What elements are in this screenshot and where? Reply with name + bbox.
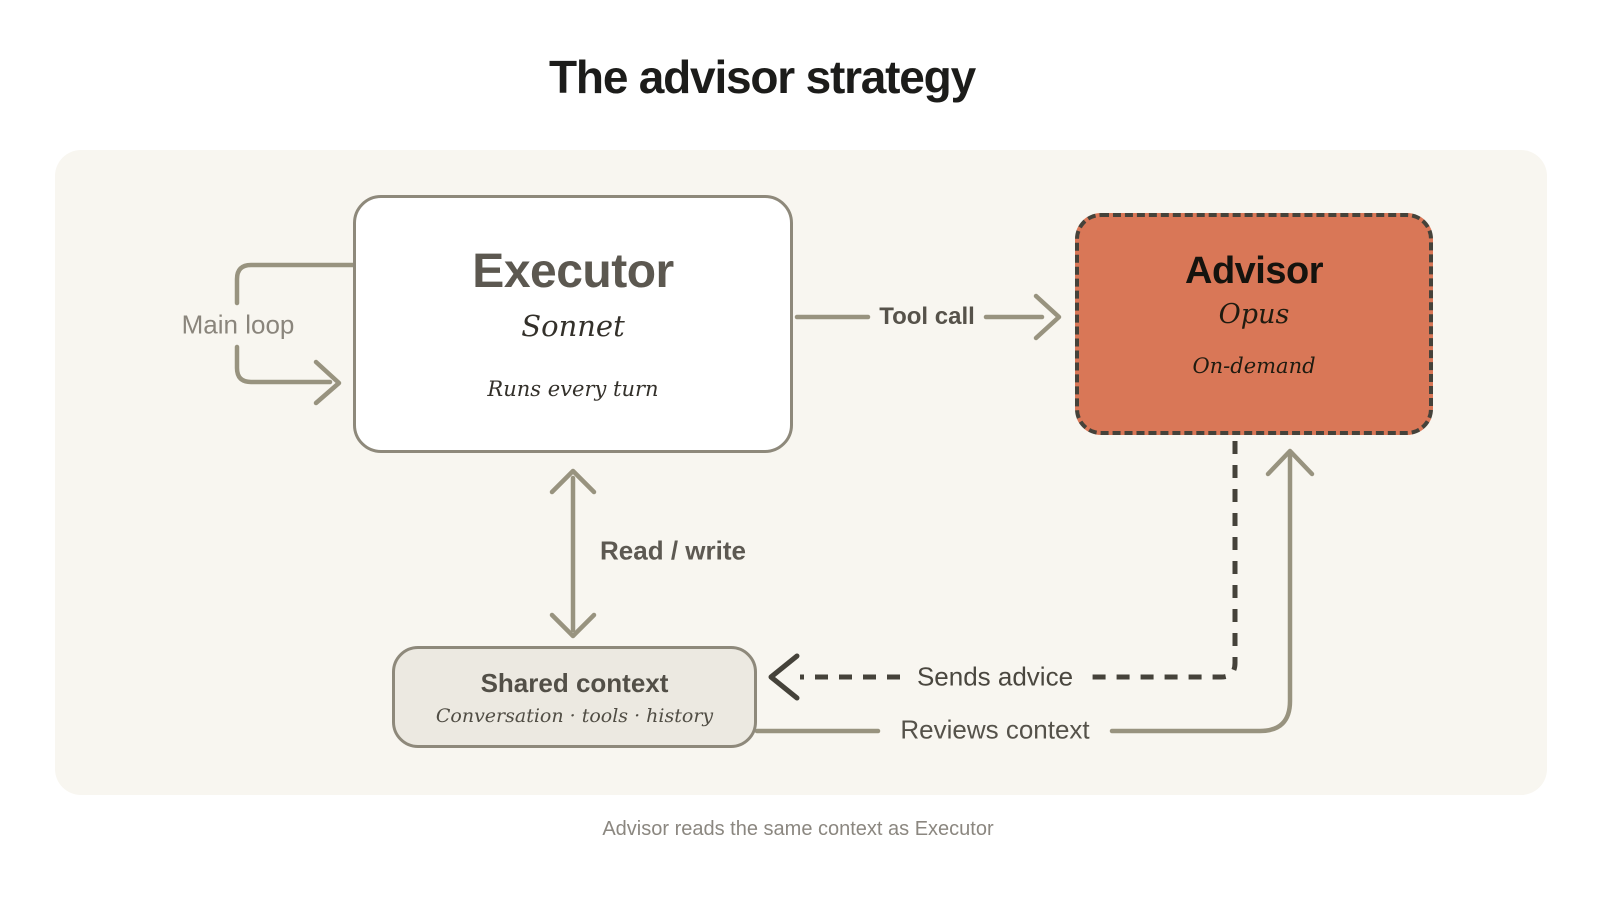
main-loop-label: Main loop [181, 309, 295, 340]
shared-context-title: Shared context [480, 667, 669, 698]
read-write-label: Read / write [600, 535, 746, 566]
diagram-caption: Advisor reads the same context as Execut… [602, 818, 994, 840]
shared-context-node: Shared context Conversation · tools · hi… [392, 646, 757, 748]
advisor-node: Advisor Opus On-demand [1075, 213, 1433, 435]
executor-node: Executor Sonnet Runs every turn [353, 195, 793, 453]
advisor-model: Opus [1218, 298, 1290, 330]
advisor-title: Advisor [1185, 250, 1323, 292]
tool-call-label: Tool call [879, 303, 975, 330]
executor-title: Executor [472, 245, 674, 298]
reviews-context-label: Reviews context [900, 714, 1090, 745]
sends-advice-label: Sends advice [916, 661, 1074, 692]
page-title: The advisor strategy [549, 51, 976, 103]
executor-model: Sonnet [521, 308, 625, 343]
shared-context-detail: Conversation · tools · history [435, 704, 714, 727]
executor-note: Runs every turn [487, 376, 659, 401]
advisor-note: On-demand [1192, 353, 1316, 378]
